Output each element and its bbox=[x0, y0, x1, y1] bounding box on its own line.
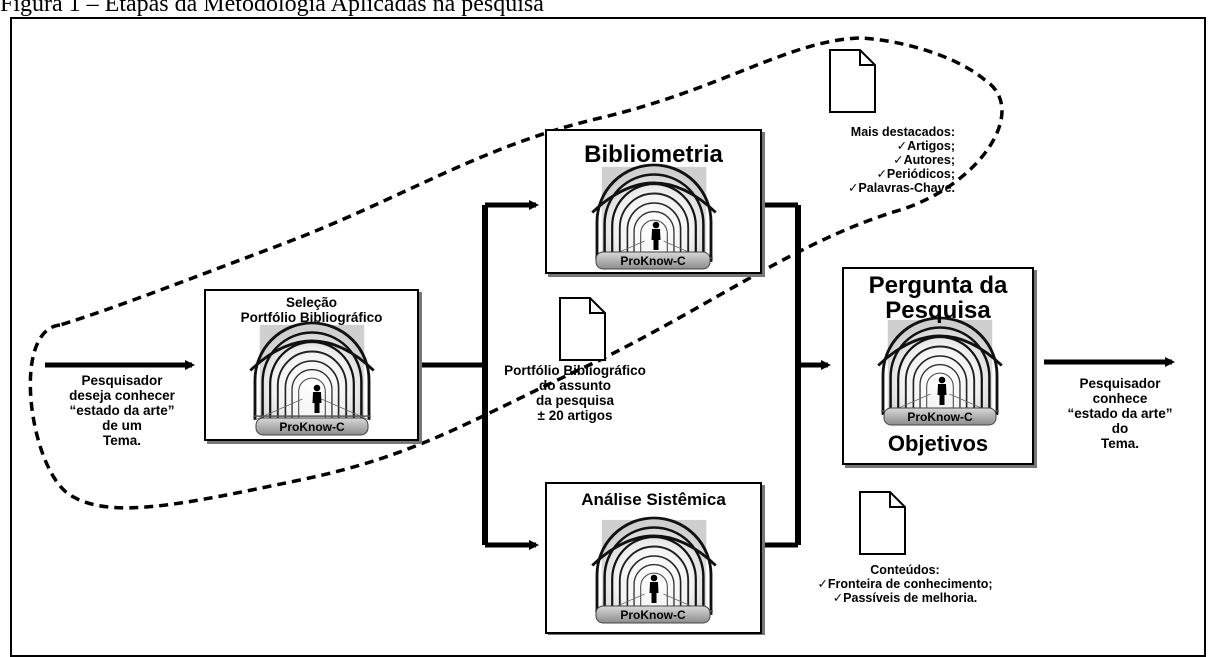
title-bibliometria: Bibliometria bbox=[584, 141, 723, 168]
badge-selecao: ProKnow-C bbox=[279, 420, 345, 434]
title-pergunta: Pergunta da Pesquisa bbox=[868, 272, 1008, 325]
title-selecao: Seleção Portfólio Bibliográfico bbox=[240, 295, 383, 325]
box-selecao: ProKnow-C bbox=[204, 289, 419, 441]
note-portfolio: Portfólio Bibliográfico do assunto da pe… bbox=[504, 363, 646, 424]
title-analise: Análise Sistêmica bbox=[581, 490, 726, 509]
badge-bibliometria: ProKnow-C bbox=[620, 254, 686, 268]
left-researcher-text: Pesquisador deseja conhecer “estado da a… bbox=[69, 373, 175, 449]
methodology-diagram: ProKnow-C ProKnow-C ProKnow-C ProKnow-C bbox=[28, 36, 1175, 634]
box-analise: ProKnow-C bbox=[545, 482, 762, 634]
right-researcher-text: Pesquisador conhece “estado da arte” do … bbox=[1067, 376, 1173, 452]
box-bibliometria: ProKnow-C bbox=[545, 129, 762, 274]
dashed-boundary bbox=[28, 36, 1004, 510]
document-icon-bibliometria bbox=[829, 49, 876, 113]
badge-pergunta: ProKnow-C bbox=[907, 410, 973, 424]
figure-caption: Figura 1 – Etapas da Metodologia Aplicad… bbox=[0, 0, 544, 17]
badge-analise: ProKnow-C bbox=[620, 608, 686, 622]
note-destacados: Mais destacados: ✓Artigos; ✓Autores; ✓Pe… bbox=[847, 125, 955, 195]
box-pergunta: ProKnow-C bbox=[842, 267, 1034, 465]
document-icon-conteudos bbox=[859, 491, 906, 555]
footer-objetivos: Objetivos bbox=[887, 431, 989, 456]
document-icon-portfolio bbox=[559, 297, 606, 361]
note-conteudos: Conteúdos: ✓Fronteira de conhecimento; ✓… bbox=[817, 563, 993, 605]
tunnel-icon-selecao bbox=[248, 321, 376, 422]
